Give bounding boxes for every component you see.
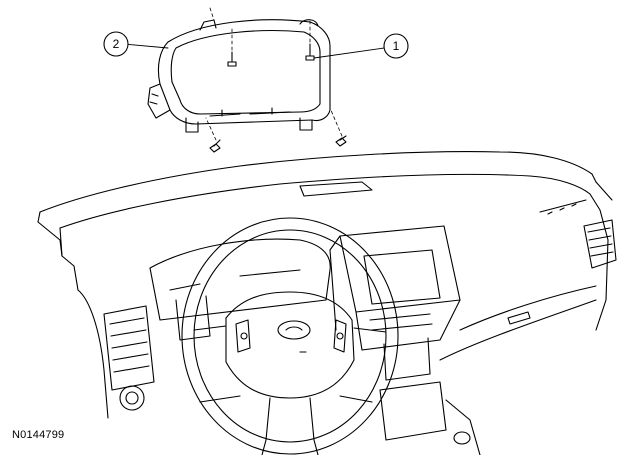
floor-console [445,399,481,455]
instrument-cluster [147,19,331,133]
headlamp-switch [119,385,145,411]
instrument-panel [37,151,613,419]
callout-1-leader [313,47,385,59]
callout-2-bubble [103,31,129,57]
steering-wheel [181,217,399,455]
callout-1-bubble [383,33,409,59]
figure-id: N0144799 [12,429,65,441]
right-air-vent [583,219,617,269]
left-air-vent [103,305,155,391]
steering-column [199,395,373,455]
center-stack [329,225,461,441]
callout-2-label: 2 [113,37,120,51]
screws [209,43,347,153]
alignment-lines [205,7,343,141]
callout-2-leader [123,43,169,49]
cluster-opening [149,238,331,341]
callout-1-label: 1 [393,39,400,53]
